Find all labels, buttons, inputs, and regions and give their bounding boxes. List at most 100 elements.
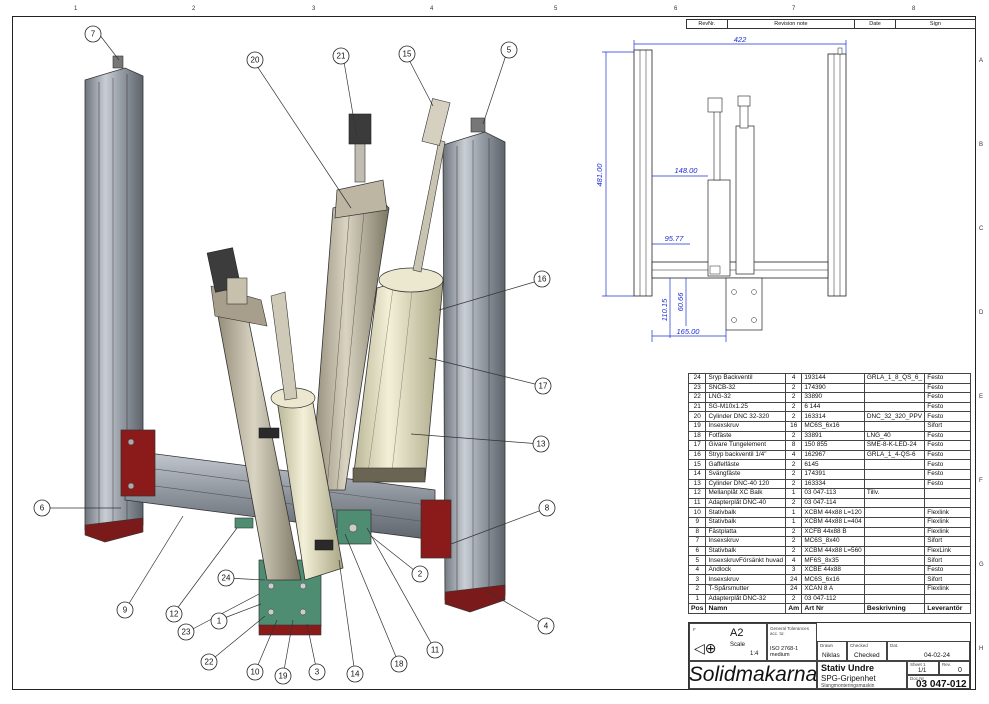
callout-13: 13 [532,435,550,453]
zone-label: 5 [554,6,558,12]
bom-cell-sup [924,593,971,605]
bom-cell-art: MF6S_8x35 [801,555,865,566]
bom-cell-desc [863,382,926,394]
bom-cell-qty: 16 [785,420,803,432]
callout-9: 9 [116,601,134,619]
bom-cell-qty: 2 [785,411,803,422]
bom-cell-name: SG-M10x1.25 [705,401,787,413]
zone-label: C [979,226,984,232]
callout-14: 14 [346,665,364,683]
bom-cell-art: XCBM 44x88 L=404 [801,516,865,528]
tolerance-value: ISO 2768-1 medium [770,646,799,658]
bom-cell-pos: 8 [687,526,707,538]
bom-cell-name: SNCB-32 [705,382,787,394]
bom-cell-name: Stativbalk [705,516,787,528]
bom-cell-desc: GRLA_1_8_QS_6_ [863,373,926,384]
bom-cell-desc [863,507,926,518]
svg-text:17: 17 [539,382,548,391]
rev-label: Rev. [942,662,951,667]
zone-label: B [979,142,984,148]
svg-text:13: 13 [537,440,546,449]
svg-text:24: 24 [222,574,231,583]
bom-cell-name: Cylinder DNC 32-320 [705,411,787,422]
bom-cell-desc [863,555,926,566]
bom-cell-art: MC6S_6x16 [801,420,865,432]
zone-label: 6 [674,6,678,12]
bom-cell-desc [863,401,926,413]
bom-cell-sup: Festo [924,430,971,442]
zone-label: 3 [312,6,316,12]
bom-cell-sup: Festo [924,373,971,384]
callout-11: 11 [426,641,444,659]
drawn-cell: Drawn Niklas [817,641,847,661]
bom-cell-qty: 4 [785,373,803,384]
rev-sign-header: Sign [929,21,941,27]
sheet-label: Sheet 1 [910,662,926,667]
bom-cell-desc [863,478,926,490]
format-cell: F A2 ◁⊕ Scale 1:4 [689,623,767,661]
bom-cell-desc [863,536,926,547]
tolerance-cell: General Tolerances acc. to: ISO 2768-1 m… [767,623,817,661]
bom-cell-sup: Festo [924,478,971,490]
rev-value: 0 [958,667,962,674]
drawing-subtitle: SPG-Gripenhet [821,674,876,683]
rev-date-header: Date [855,20,896,28]
zone-label: 4 [430,6,434,12]
bom-cell-art: 150 855 [801,440,865,451]
title-block: F A2 ◁⊕ Scale 1:4 General Tolerances acc… [688,622,971,690]
callout-22: 22 [200,653,218,671]
bom-cell-sup: Sifort [924,574,971,586]
zone-label: F [979,478,983,484]
callout-8: 8 [538,499,556,517]
projection-symbol-icon: ◁⊕ [694,640,717,656]
bom-cell-name: Adapterplåt DNC-32 [705,593,787,605]
callout-5: 5 [500,41,518,59]
bom-cell-pos: 9 [687,516,707,528]
bom-cell-sup: Festo [924,564,971,576]
company-cell: Solidmakarna [689,661,817,689]
bom-cell-qty: 24 [785,584,803,595]
bom-cell-desc: DNC_32_320_PPV [863,411,926,422]
drawing-subsubtitle: Slangmonteringsmaskin [821,683,875,689]
bom-cell-desc [863,564,926,576]
bom-cell-qty: 2 [785,382,803,394]
bom-cell-desc [863,516,926,528]
callout-16: 16 [533,270,551,288]
bom-header-name: Namn [705,603,787,614]
bom-cell-name: Stryp backventil 1/4" [705,449,787,461]
bom-cell-desc [863,497,926,509]
bom-cell-name: Givare Tungelement [705,440,787,451]
bom-cell-art: XCBE 44x88 [801,564,865,576]
bom-cell-art: 163334 [801,478,865,490]
bom-cell-sup: Festo [924,449,971,461]
bom-cell-art: 163314 [801,411,865,422]
bom-cell-sup: Sifort [924,555,971,566]
bom-cell-desc [863,459,926,470]
bom-cell-art: XCAN 8 A [801,584,865,595]
callout-3: 3 [308,663,326,681]
bom-cell-pos: 10 [687,507,707,518]
bom-cell-art: 03 047-114 [801,497,865,509]
drawing-title: Stativ Undre [821,663,875,673]
bom-cell-art: 33891 [801,430,865,442]
svg-text:1: 1 [217,617,222,626]
svg-text:7: 7 [91,30,96,39]
bom-cell-name: Gaffelfäste [705,459,787,470]
bom-cell-sup: Festo [924,411,971,422]
callout-23: 23 [177,623,195,641]
format-label: F [693,627,696,632]
bom-cell-art: 6145 [801,459,865,470]
checked-cell: Checked Checked [847,641,887,661]
bom-cell-art: XCBM 44x88 L=120 [801,507,865,518]
bom-header-desc: Beskrivning [863,603,926,614]
bom-cell-name: Adapterplåt DNC-40 [705,497,787,509]
callout-15: 15 [398,45,416,63]
